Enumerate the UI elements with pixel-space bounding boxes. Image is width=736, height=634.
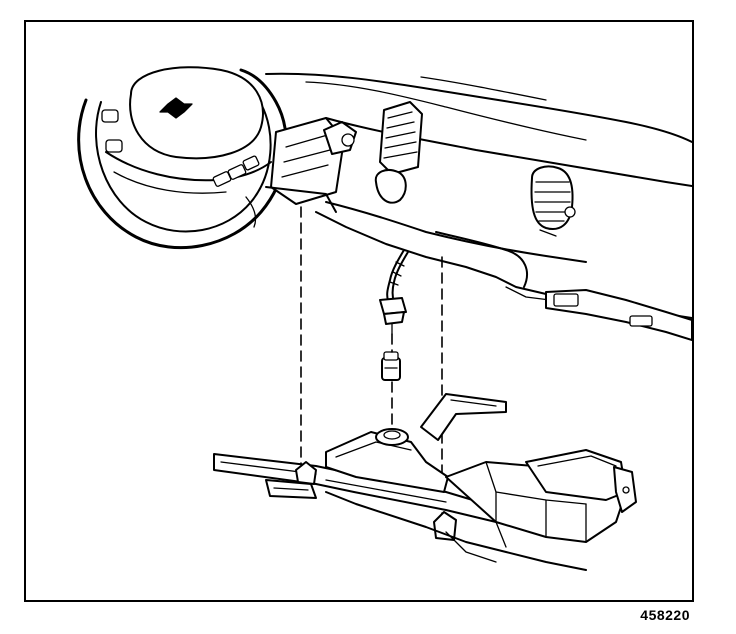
lamp-socket-bulb [381, 351, 401, 381]
figure-number: 458220 [640, 607, 690, 623]
dash-knob [374, 169, 407, 204]
dash-panel-exploded-diagram [77, 66, 692, 571]
steering-column [265, 117, 357, 213]
knee-bolster-panel [213, 393, 637, 571]
wiring-harness [386, 249, 409, 303]
instrument-panel [265, 72, 692, 341]
side-air-vent [530, 165, 576, 237]
illustration-frame [24, 20, 694, 602]
steering-wheel [77, 66, 288, 250]
electrical-connector [379, 297, 407, 335]
center-air-vent [379, 101, 423, 175]
